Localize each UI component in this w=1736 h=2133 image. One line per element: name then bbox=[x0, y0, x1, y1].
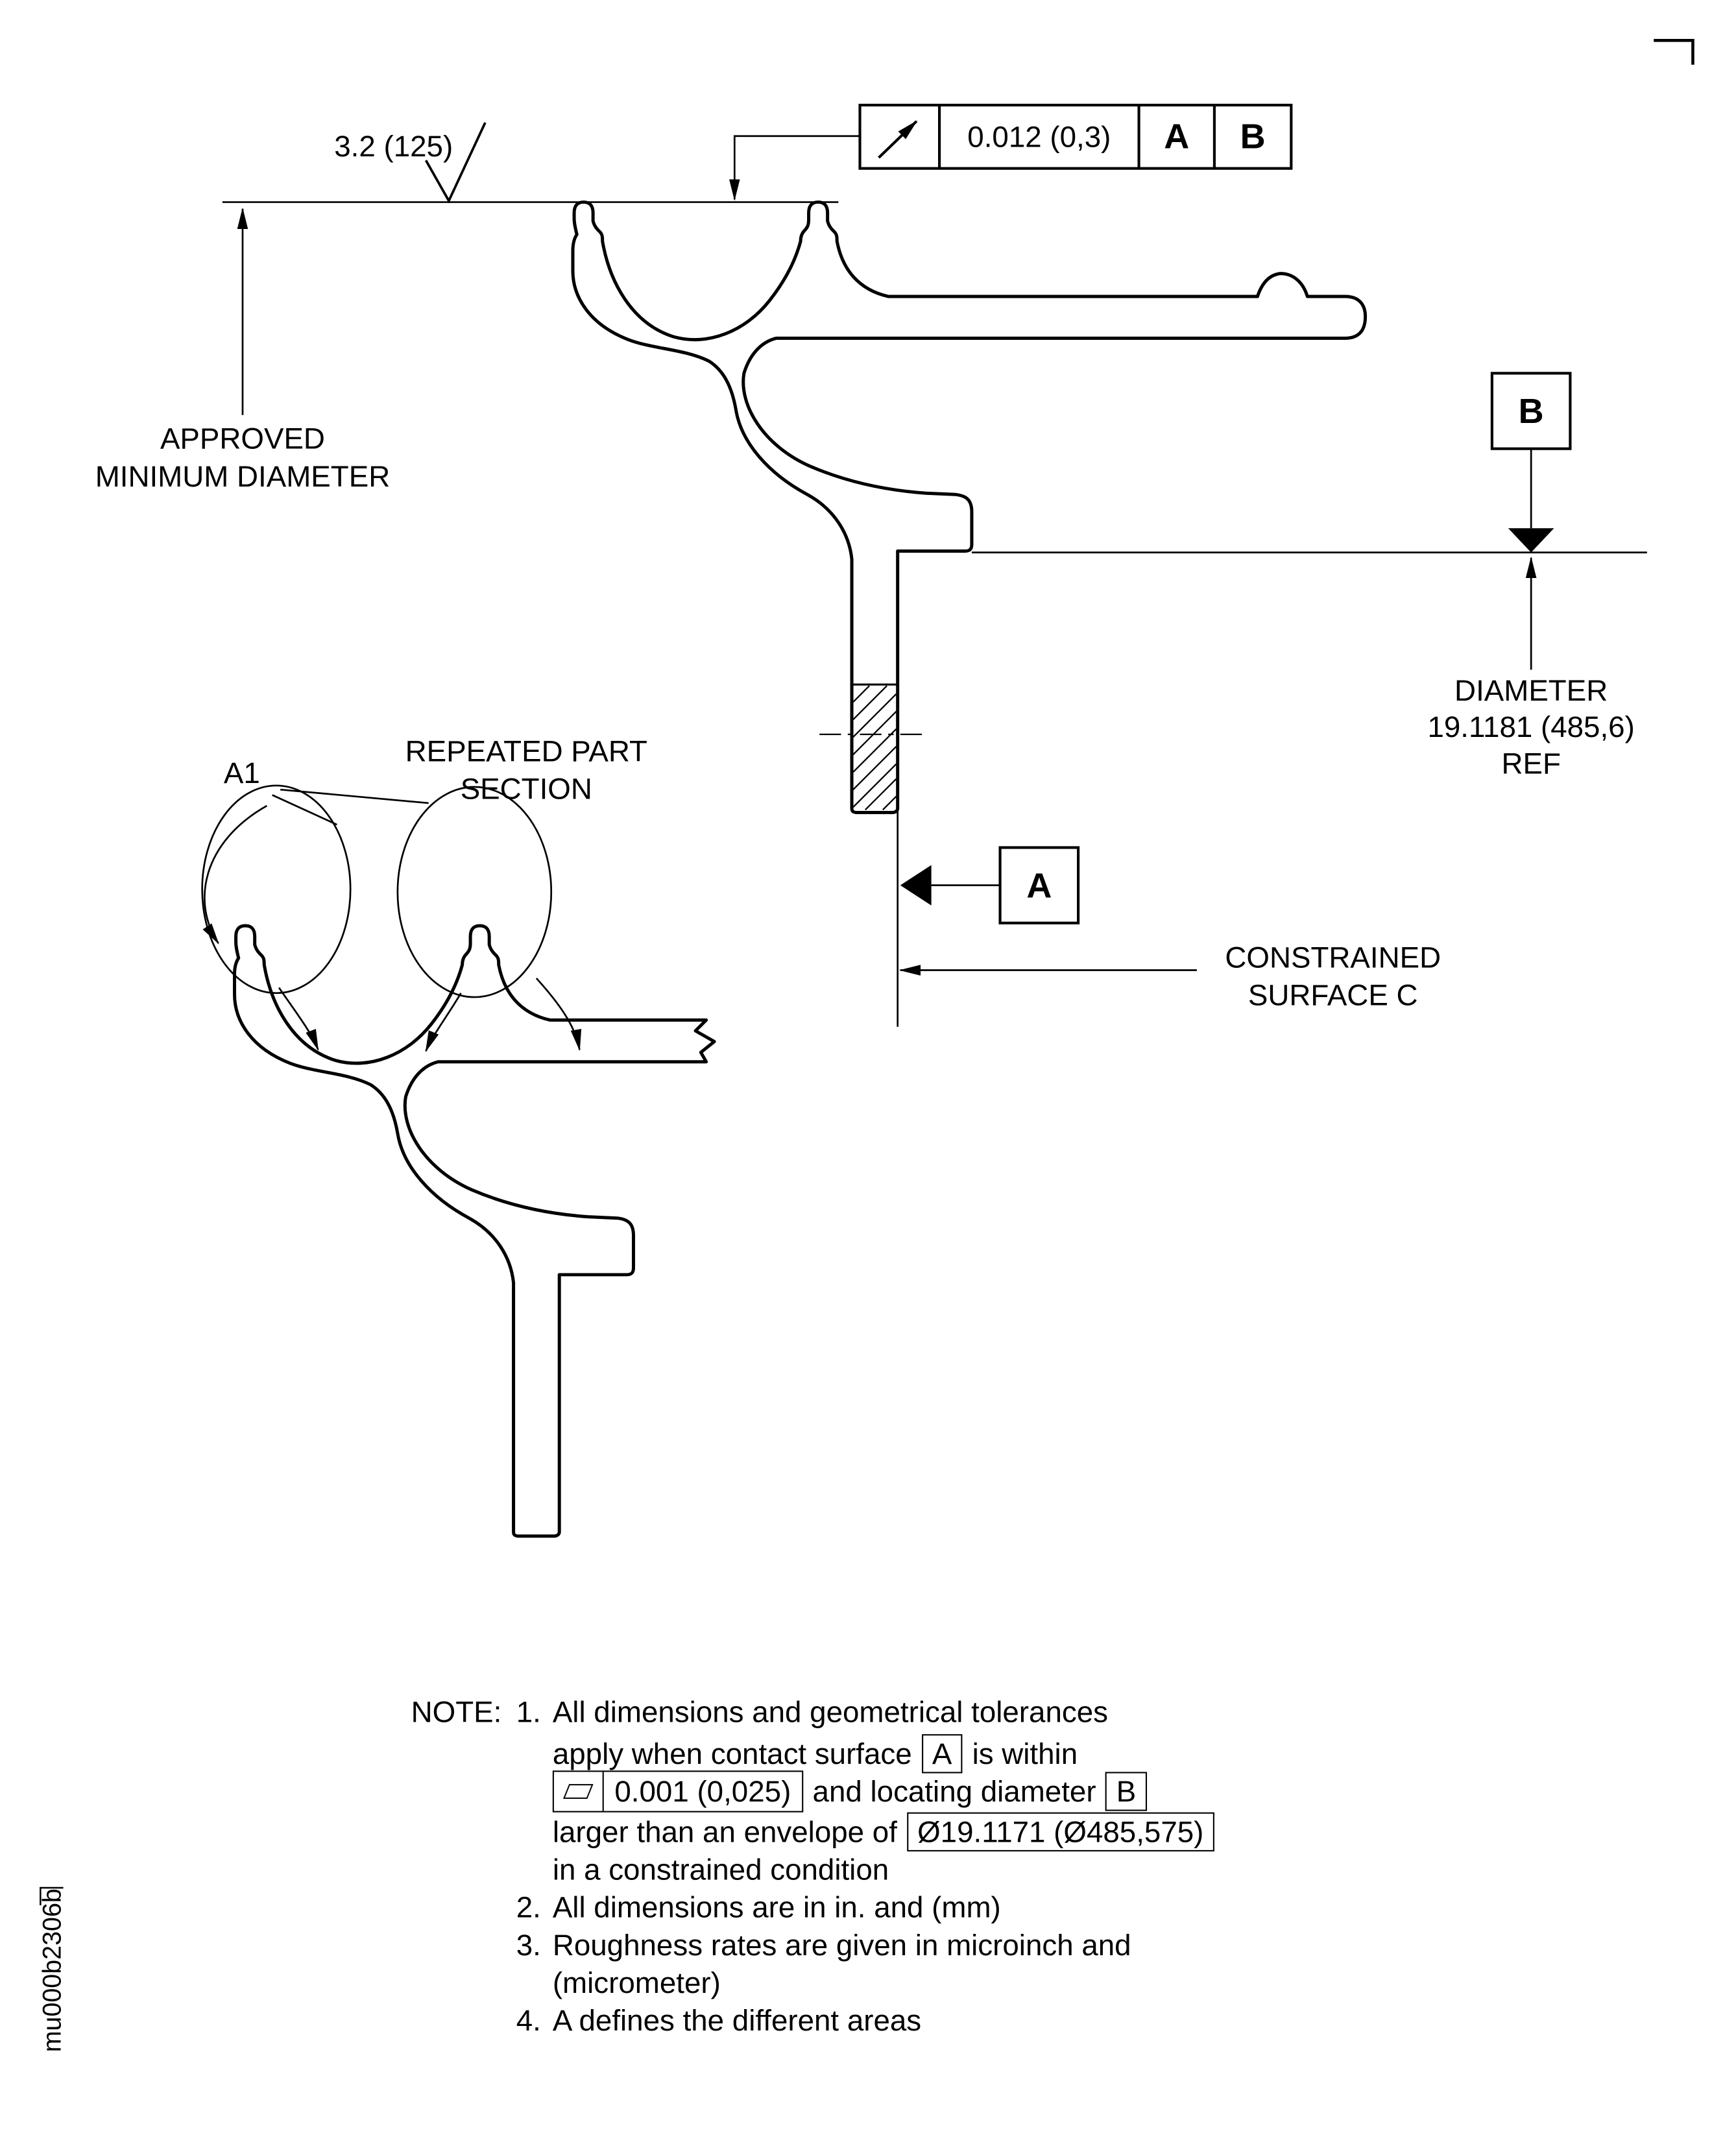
note-1-text-2a: apply when contact surface bbox=[552, 1736, 912, 1770]
flatness-icon bbox=[554, 1772, 604, 1811]
constrained-surface-line2: SURFACE C bbox=[1248, 978, 1418, 1012]
doc-id-bracket bbox=[40, 1886, 64, 1906]
note-1-line-2: apply when contact surface A is within bbox=[552, 1734, 1078, 1774]
note-1-line-1: NOTE: 1. All dimensions and geometrical … bbox=[411, 1695, 1108, 1730]
note-1-text-4: larger than an envelope of bbox=[552, 1814, 897, 1848]
a1-curve-arrow-4 bbox=[535, 978, 582, 1052]
note-1-text-5: in a constrained condition bbox=[552, 1853, 889, 1886]
a1-curve-arrow-3 bbox=[425, 993, 462, 1053]
note-1-number: 1. bbox=[516, 1694, 541, 1729]
datum-b-letter: B bbox=[1518, 390, 1544, 431]
border-corner-mark bbox=[1654, 39, 1694, 65]
a1-pointer-line-2 bbox=[280, 788, 429, 804]
a1-curve-arrow-1 bbox=[202, 804, 268, 945]
note-datum-b-box: B bbox=[1105, 1772, 1147, 1811]
hatch-line bbox=[865, 778, 897, 811]
note-1-line-4: larger than an envelope of Ø19.1171 (Ø48… bbox=[552, 1812, 1215, 1851]
note-flatness-frame: 0.001 (0,025) bbox=[552, 1770, 803, 1813]
repeated-part-profile bbox=[233, 924, 716, 1538]
datum-b-triangle-icon bbox=[1508, 528, 1554, 553]
fcf-datum-1: A bbox=[1164, 115, 1190, 156]
note-1-text-3: and locating diameter bbox=[812, 1774, 1096, 1808]
hatch-line bbox=[852, 685, 887, 720]
note-4: 4. A defines the different areas bbox=[516, 2004, 921, 2039]
note-1-text-2b: is within bbox=[972, 1736, 1078, 1770]
main-part-profile bbox=[571, 200, 1368, 814]
repeated-section-line2: SECTION bbox=[460, 772, 592, 806]
note-2-text: All dimensions are in in. and (mm) bbox=[552, 1890, 1001, 1925]
note-2: 2. All dimensions are in in. and (mm) bbox=[516, 1890, 1001, 1925]
note-4-number: 4. bbox=[516, 2003, 541, 2038]
constrained-surface-line1: CONSTRAINED bbox=[1225, 940, 1441, 974]
note-4-text: A defines the different areas bbox=[552, 2003, 922, 2038]
doc-id: mu000b2306b bbox=[38, 1888, 66, 2052]
stem-section-hatching bbox=[852, 683, 898, 811]
fcf-outline bbox=[858, 103, 1293, 170]
note-3-text: Roughness rates are given in microinch a… bbox=[552, 1928, 1131, 1962]
diameter-ref-line2: 19.1181 (485,6) bbox=[1427, 710, 1635, 744]
datum-b-box bbox=[1490, 372, 1572, 450]
note-datum-a-box: A bbox=[921, 1734, 963, 1774]
diameter-ref-line3: REF bbox=[1501, 746, 1561, 780]
note-3-line-2: (micrometer) bbox=[553, 1966, 721, 2001]
hatch-line bbox=[852, 710, 897, 755]
note-1-line-3: 0.001 (0,025) and locating diameter B bbox=[552, 1770, 1147, 1813]
detail-ellipse-1 bbox=[201, 784, 352, 994]
note-2-number: 2. bbox=[516, 1890, 541, 1925]
note-envelope-box: Ø19.1171 (Ø485,575) bbox=[906, 1812, 1215, 1851]
notes-heading: NOTE: bbox=[411, 1694, 502, 1729]
hatch-line bbox=[852, 728, 897, 773]
detail-a1-callout bbox=[201, 784, 582, 1053]
hatch-line bbox=[852, 685, 870, 703]
note-3-text-2: (micrometer) bbox=[552, 1966, 721, 2000]
approved-min-label-line2: MINIMUM DIAMETER bbox=[95, 459, 391, 494]
feature-control-frame bbox=[858, 103, 1293, 170]
note-1-line-5: in a constrained condition bbox=[553, 1853, 889, 1888]
hatch-line bbox=[852, 745, 897, 790]
fcf-leader-arrow bbox=[729, 135, 860, 201]
hatch-line bbox=[852, 763, 897, 808]
fcf-datum-2: B bbox=[1240, 115, 1266, 156]
detail-a1-label: A1 bbox=[223, 756, 260, 790]
note-3: 3. Roughness rates are given in microinc… bbox=[516, 1928, 1131, 1963]
datum-a-callout bbox=[897, 810, 1080, 1027]
note-1-text-1: All dimensions and geometrical tolerance… bbox=[552, 1694, 1109, 1729]
fcf-tolerance: 0.012 (0,3) bbox=[967, 119, 1111, 153]
diameter-ref-line1: DIAMETER bbox=[1454, 673, 1608, 708]
detail-ellipse-2 bbox=[396, 786, 553, 998]
a1-pointer-line-1 bbox=[272, 794, 337, 826]
runout-icon bbox=[878, 120, 918, 159]
surface-finish-icon bbox=[424, 122, 487, 204]
surface-finish-value: 3.2 (125) bbox=[334, 129, 453, 163]
hatch-line bbox=[852, 693, 897, 738]
approved-min-label-line1: APPROVED bbox=[160, 422, 325, 456]
datum-b-callout bbox=[971, 372, 1647, 553]
datum-a-triangle-icon bbox=[900, 865, 932, 906]
repeated-section-line1: REPEATED PART bbox=[405, 734, 647, 768]
datum-a-box bbox=[998, 846, 1080, 924]
note-3-number: 3. bbox=[516, 1928, 541, 1962]
hatch-line bbox=[882, 795, 897, 811]
datum-a-letter: A bbox=[1026, 864, 1052, 905]
repeated-part-profile-group bbox=[233, 924, 716, 1538]
note-flatness-value: 0.001 (0,025) bbox=[614, 1774, 791, 1808]
a1-curve-arrow-2 bbox=[278, 987, 319, 1051]
